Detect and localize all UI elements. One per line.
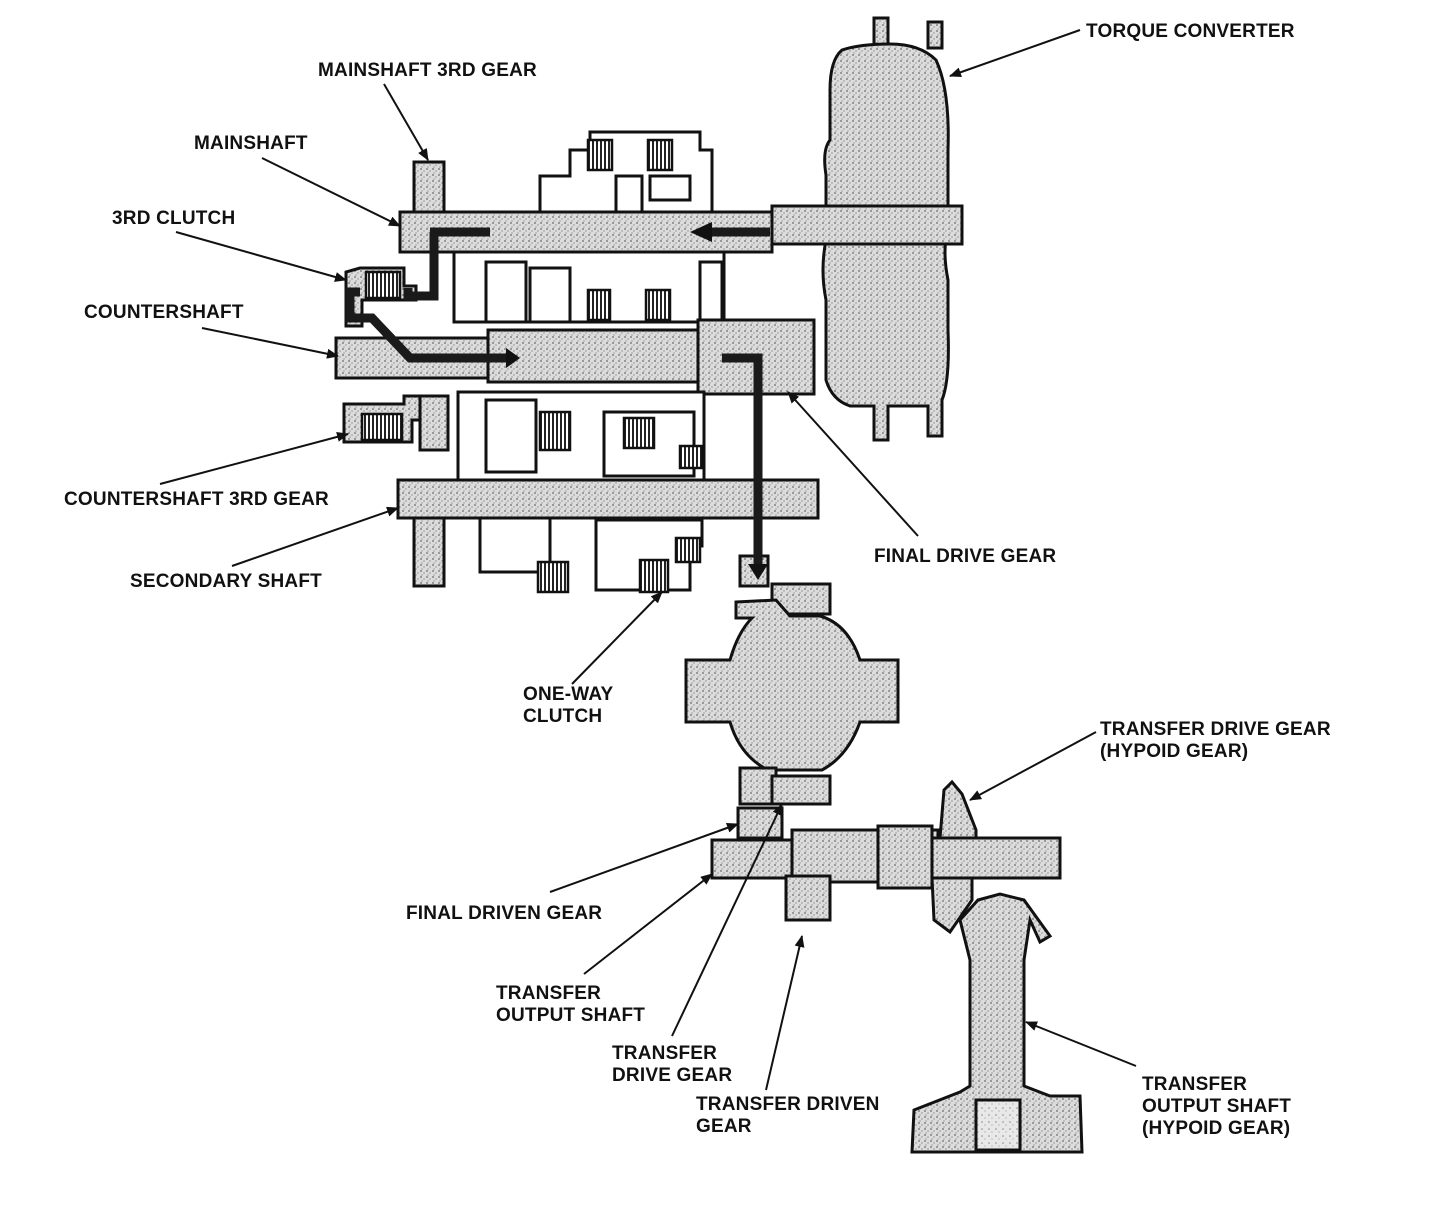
leader-torque-converter	[949, 29, 1081, 78]
label-transfer-output-shaft-hypoid-line1: TRANSFER	[1142, 1074, 1247, 1095]
transfer-output-shaft	[710, 806, 1062, 922]
upper-clutch-pack-a	[586, 138, 614, 172]
leader-transfer-output-shaft-hypoid	[1025, 1021, 1137, 1067]
torque-converter	[770, 16, 964, 442]
label-transfer-output-shaft-hypoid-line2: OUTPUT SHAFT	[1142, 1096, 1291, 1117]
leader-mainshaft-3rd-gear	[383, 83, 429, 161]
leader-transfer-driven-gear	[765, 935, 805, 1091]
countershaft	[334, 318, 816, 396]
upper-clutch-pack-b	[646, 138, 674, 172]
leader-final-driven-gear	[549, 823, 739, 893]
middle-gear-block	[452, 250, 726, 324]
label-transfer-drive-gear-line2: DRIVE GEAR	[612, 1065, 732, 1086]
label-one-way-clutch-line1: ONE-WAY	[523, 684, 614, 705]
leader-countershaft-3rd-gear	[159, 431, 349, 485]
label-transfer-output-shaft-hypoid-line3: (HYPOID GEAR)	[1142, 1118, 1290, 1139]
power-flow-path	[345, 222, 770, 580]
label-final-driven-gear: FINAL DRIVEN GEAR	[406, 903, 602, 924]
leader-secondary-shaft	[231, 506, 399, 567]
label-torque-converter: TORQUE CONVERTER	[1086, 21, 1295, 42]
label-transfer-driven-gear-line2: GEAR	[696, 1116, 752, 1137]
flow-arrowhead-final-drive	[748, 564, 768, 580]
differential	[684, 554, 900, 806]
leader-mainshaft	[261, 157, 401, 227]
leader-final-drive-gear	[787, 391, 919, 537]
lower-gear-block	[456, 390, 706, 482]
mainshaft-3rd-gear	[412, 160, 446, 214]
label-one-way-clutch-line2: CLUTCH	[523, 706, 602, 727]
transfer-driven-gear-shape	[784, 874, 832, 922]
label-transfer-drive-gear-line1: TRANSFER	[612, 1043, 717, 1064]
leader-lines	[159, 29, 1137, 1091]
transfer-drive-gear-hypoid	[930, 779, 978, 935]
countershaft-3rd-gear	[342, 394, 450, 452]
label-transfer-driven-gear-line1: TRANSFER DRIVEN	[696, 1094, 880, 1115]
label-transfer-drive-gear-hypoid-line2: (HYPOID GEAR)	[1100, 741, 1248, 762]
flow-arrowhead-converter	[690, 222, 712, 242]
leader-countershaft	[201, 327, 339, 359]
leader-transfer-output-shaft	[583, 873, 713, 975]
label-third-clutch: 3RD CLUTCH	[112, 208, 235, 229]
label-countershaft-3rd-gear: COUNTERSHAFT 3RD GEAR	[64, 489, 329, 510]
label-mainshaft: MAINSHAFT	[194, 133, 308, 154]
label-countershaft: COUNTERSHAFT	[84, 302, 244, 323]
leader-third-clutch	[175, 231, 347, 282]
leader-transfer-drive-gear	[671, 803, 783, 1037]
secondary-shaft	[396, 478, 820, 594]
leader-one-way-clutch	[571, 591, 663, 685]
label-secondary-shaft: SECONDARY SHAFT	[130, 571, 322, 592]
label-final-drive-gear: FINAL DRIVE GEAR	[874, 546, 1056, 567]
label-transfer-output-shaft-line1: TRANSFER	[496, 983, 601, 1004]
transfer-output-shaft-hypoid	[910, 892, 1084, 1154]
third-clutch-pack	[364, 270, 402, 300]
flow-arrowhead-countershaft	[506, 348, 520, 368]
label-mainshaft-3rd-gear: MAINSHAFT 3RD GEAR	[318, 60, 537, 81]
leader-transfer-drive-gear-hypoid	[969, 731, 1097, 801]
labels: TORQUE CONVERTER MAINSHAFT 3RD GEAR MAIN…	[64, 21, 1331, 1139]
label-transfer-drive-gear-hypoid-line1: TRANSFER DRIVE GEAR	[1100, 719, 1331, 740]
label-transfer-output-shaft-line2: OUTPUT SHAFT	[496, 1005, 645, 1026]
